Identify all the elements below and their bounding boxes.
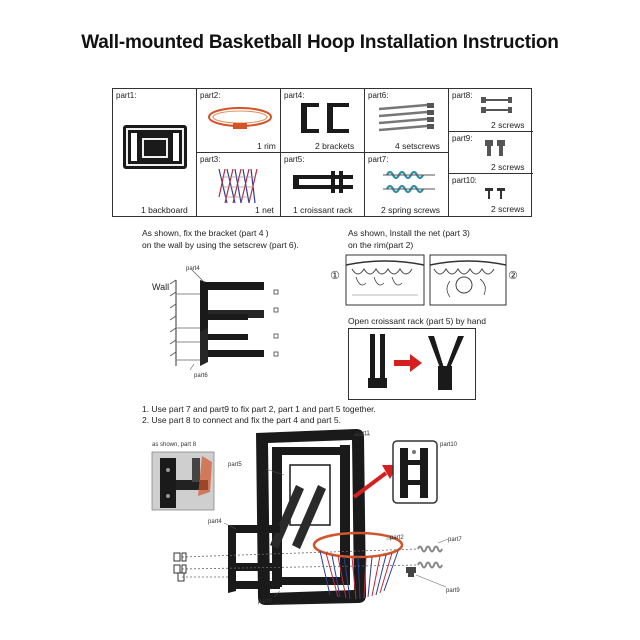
rim-illustration xyxy=(208,107,272,129)
callout-assembly-part4: part4 xyxy=(208,519,222,525)
part-caption: 2 screws xyxy=(491,120,525,130)
callout-assembly-part9: part9 xyxy=(446,588,460,594)
net-rim-diagram-2 xyxy=(429,254,507,306)
spring-screws-illustration xyxy=(383,170,435,194)
part8-inset-photo xyxy=(151,451,215,511)
part-label: part3: xyxy=(200,155,221,164)
wall-label: Wall xyxy=(152,282,170,292)
callout-assembly-part1: part1 xyxy=(356,431,370,437)
callout-assembly-part8: part8 xyxy=(258,599,272,605)
part-cell-part5: part5: 1 croissant rack xyxy=(281,153,365,217)
screws-part8-illustration xyxy=(481,97,512,113)
bracket-wall-diagram xyxy=(169,269,279,371)
part-cell-part6: part6: 4 setscrews xyxy=(365,89,449,153)
part-caption: 4 setscrews xyxy=(395,141,440,151)
part-caption: 2 screws xyxy=(491,162,525,172)
backboard-illustration xyxy=(123,125,187,169)
part-cell-part3: part3: 1 net xyxy=(197,153,281,217)
callout-assembly-part5: part5 xyxy=(228,462,242,468)
page-title: Wall-mounted Basketball Hoop Installatio… xyxy=(81,32,559,53)
part-label: part10: xyxy=(452,176,477,185)
net-illustration xyxy=(218,168,258,204)
assembly-step-line2: 2. Use part 8 to connect and fix the par… xyxy=(142,415,341,425)
part-caption: 2 spring screws xyxy=(381,205,441,215)
screws-part9-illustration xyxy=(485,140,505,156)
part-label: part7: xyxy=(368,155,389,164)
marker-1: ① xyxy=(330,269,340,282)
croissant-rack-diagram xyxy=(348,328,476,400)
part-caption: 1 croissant rack xyxy=(293,205,353,215)
part-label: part6: xyxy=(368,91,389,100)
inset-caption: as shown, part 8 xyxy=(152,442,197,448)
part-label: part8: xyxy=(452,91,473,100)
part-cell-part1: part1: 1 backboard xyxy=(113,89,197,217)
croissant-rack-illustration xyxy=(293,171,353,193)
marker-2: ② xyxy=(508,269,518,282)
callout-part4: part4 xyxy=(186,266,200,272)
part-cell-part9: part9: 2 screws xyxy=(449,132,533,174)
part-caption: 1 backboard xyxy=(141,205,188,215)
part-caption: 1 net xyxy=(255,205,274,215)
net-step-line1: As shown, Install the net (part 3) xyxy=(348,228,470,238)
part-caption: 1 rim xyxy=(257,141,276,151)
bracket-step-line1: As shown, fix the bracket (part 4 ) xyxy=(142,228,269,238)
net-rim-diagram-1 xyxy=(345,254,425,306)
callout-assembly-part2: part2 xyxy=(390,535,404,541)
part-label: part1: xyxy=(116,91,137,100)
part-cell-part2: part2: 1 rim xyxy=(197,89,281,153)
callout-part6: part6 xyxy=(194,373,208,379)
part-cell-part8: part8: 2 screws xyxy=(449,89,533,132)
assembly-step-line1: 1. Use part 7 and part9 to fix part 2, p… xyxy=(142,404,376,414)
net-step-line2: on the rim(part 2) xyxy=(348,240,414,250)
rack-step-text: Open croissant rack (part 5) by hand xyxy=(348,316,486,326)
part-caption: 2 screws xyxy=(491,204,525,214)
callout-assembly-part7: part7 xyxy=(448,537,462,543)
bracket-step-line2: on the wall by using the setscrew (part … xyxy=(142,240,299,250)
part-cell-part10: part10: 2 screws xyxy=(449,174,533,217)
part-caption: 2 brackets xyxy=(315,141,355,151)
part-label: part4: xyxy=(284,91,305,100)
callout-assembly-part10: part10 xyxy=(440,442,458,448)
assembly-diagram xyxy=(173,429,449,605)
brackets-illustration xyxy=(301,103,349,133)
screws-part10-illustration xyxy=(485,188,505,199)
part-cell-part7: part7: 2 spring screws xyxy=(365,153,449,217)
part-label: part2: xyxy=(200,91,221,100)
part-label: part9: xyxy=(452,134,473,143)
part-label: part5: xyxy=(284,155,305,164)
setscrews-illustration xyxy=(378,103,434,132)
part10-detail-inset xyxy=(392,440,438,504)
part-cell-part4: part4: 2 brackets xyxy=(281,89,365,153)
parts-table: part1: 1 backboard part2: 1 rim part3: 1… xyxy=(112,88,533,217)
